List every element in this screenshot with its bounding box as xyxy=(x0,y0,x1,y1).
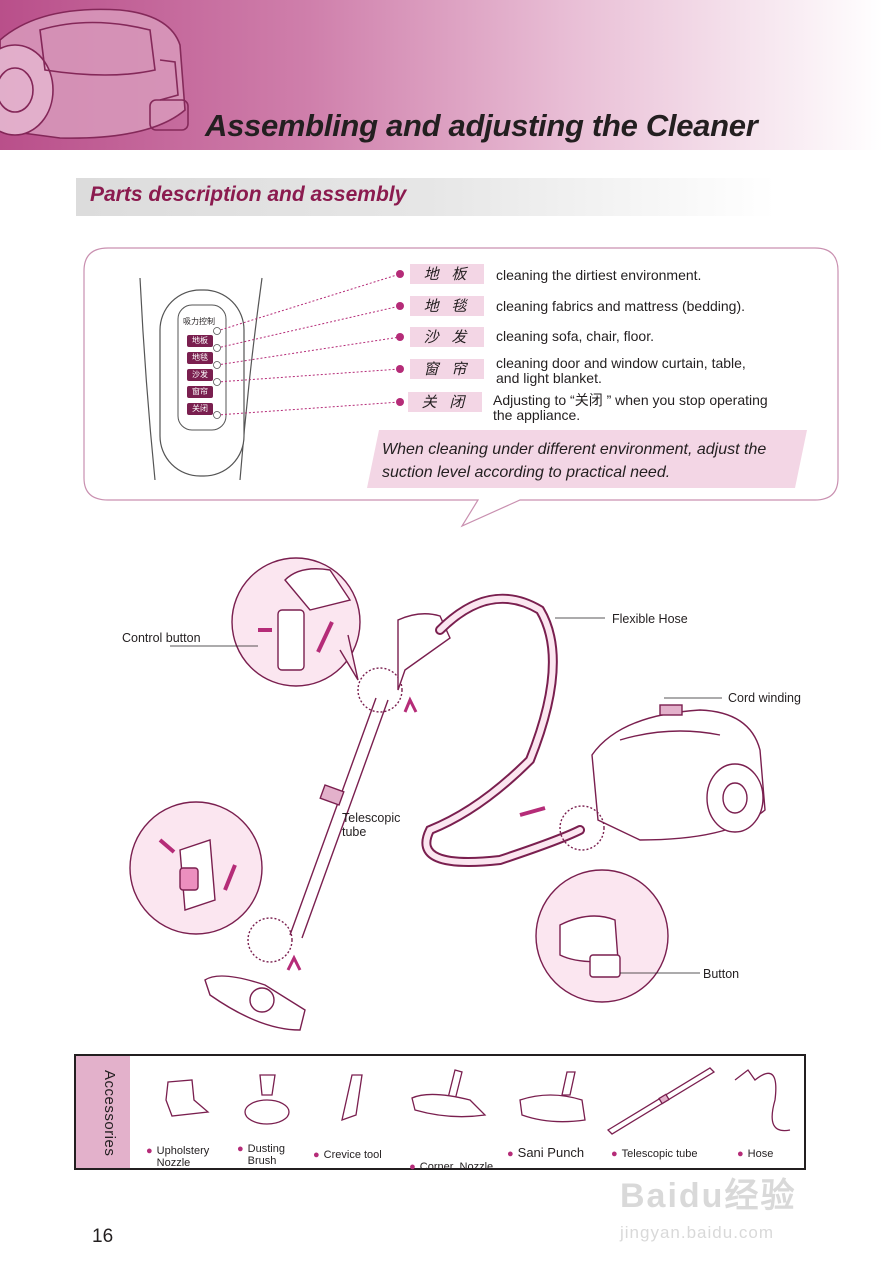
section-title: Parts description and assembly xyxy=(90,183,407,206)
accessory-dusting-brush: ●Dusting Brush xyxy=(237,1143,285,1167)
accessories-panel xyxy=(74,1054,806,1170)
crevice-tool-icon xyxy=(341,1074,363,1122)
page-number: 16 xyxy=(92,1226,114,1247)
mode-desc-curtain: cleaning door and window curtain, table,… xyxy=(496,355,746,386)
upholstery-nozzle-icon xyxy=(165,1079,210,1117)
panel-button-off[interactable]: 关闭 xyxy=(187,403,213,415)
panel-button-carpet[interactable]: 地毯 xyxy=(187,352,213,364)
bullet-icon: ● xyxy=(737,1148,744,1160)
suction-control-heading: 吸力控制 xyxy=(183,317,215,326)
accessory-label: Telescopic tube xyxy=(621,1148,698,1160)
mode-label-carpet: 地 毯 xyxy=(410,296,484,316)
assembly-diagram xyxy=(129,557,766,1031)
accessories-illustrations xyxy=(165,1067,791,1135)
bullet-icon: ● xyxy=(146,1145,153,1157)
mode-desc-carpet: cleaning fabrics and mattress (bedding). xyxy=(496,298,746,314)
hose-icon xyxy=(734,1069,791,1132)
mode-desc-floor: cleaning the dirtiest environment. xyxy=(496,267,702,283)
mode-desc-off: Adjusting to “关闭 ” when you stop operati… xyxy=(493,392,768,423)
watermark: Baidu经验 jingyan.baidu.com xyxy=(620,1168,840,1248)
note-box xyxy=(367,430,807,488)
accessories-side-tab xyxy=(76,1056,130,1168)
accessory-label: Hose xyxy=(747,1148,774,1160)
accessory-label: Upholstery Nozzle xyxy=(156,1145,210,1169)
panel-button-curtain[interactable]: 窗帘 xyxy=(187,386,213,398)
accessory-corner-nozzle: ●Corner Nozzle xyxy=(403,1149,493,1173)
label-control-button: Control button xyxy=(122,631,201,645)
corner-nozzle-icon xyxy=(411,1069,487,1118)
accessory-sani-punch: ●Sani Punch xyxy=(507,1145,585,1160)
bullet-icon: ● xyxy=(313,1149,320,1161)
watermark-brand: Baidu经验 xyxy=(620,1177,797,1215)
label-flexible-hose: Flexible Hose xyxy=(612,612,688,626)
accessories-title: Accessories xyxy=(101,1070,118,1157)
accessory-hose: ●Hose xyxy=(737,1148,773,1160)
accessory-label: Sani Punch xyxy=(517,1145,585,1160)
mode-label-off: 关 闭 xyxy=(408,392,482,412)
mode-label-curtain: 窗 帘 xyxy=(410,359,484,379)
mode-desc-sofa: cleaning sofa, chair, floor. xyxy=(496,328,654,344)
accessory-label: Crevice tool xyxy=(323,1149,382,1161)
label-button: Button xyxy=(703,967,740,981)
mode-label-sofa: 沙 发 xyxy=(410,327,484,347)
section-bar xyxy=(76,178,776,216)
note-text: When cleaning under different environmen… xyxy=(382,441,767,481)
telescopic-tube-icon xyxy=(606,1067,716,1135)
panel-button-sofa[interactable]: 沙发 xyxy=(187,369,213,381)
panel-button-floor[interactable]: 地板 xyxy=(187,335,213,347)
bullet-icon: ● xyxy=(409,1161,416,1173)
watermark-url: jingyan.baidu.com xyxy=(620,1223,775,1242)
vacuum-cleaner-header-illustration xyxy=(0,8,189,139)
dusting-brush-icon xyxy=(244,1074,290,1125)
bullet-icon: ● xyxy=(237,1143,244,1155)
label-telescopic-tube: Telescopic tube xyxy=(342,811,401,839)
bullet-icon: ● xyxy=(611,1148,618,1160)
accessory-label: Dusting Brush xyxy=(247,1143,285,1167)
bullet-icon: ● xyxy=(507,1148,514,1160)
accessory-crevice-tool: ●Crevice tool xyxy=(313,1149,382,1161)
page-title: Assembling and adjusting the Cleaner xyxy=(205,108,758,143)
mode-label-floor: 地 板 xyxy=(410,264,484,284)
label-cord-winding: Cord winding xyxy=(728,691,801,705)
accessory-telescopic-tube: ●Telescopic tube xyxy=(611,1148,697,1160)
accessory-label: Corner Nozzle xyxy=(419,1161,494,1173)
sani-punch-icon xyxy=(519,1071,586,1123)
accessory-upholstery-nozzle: ●Upholstery Nozzle xyxy=(146,1145,209,1169)
